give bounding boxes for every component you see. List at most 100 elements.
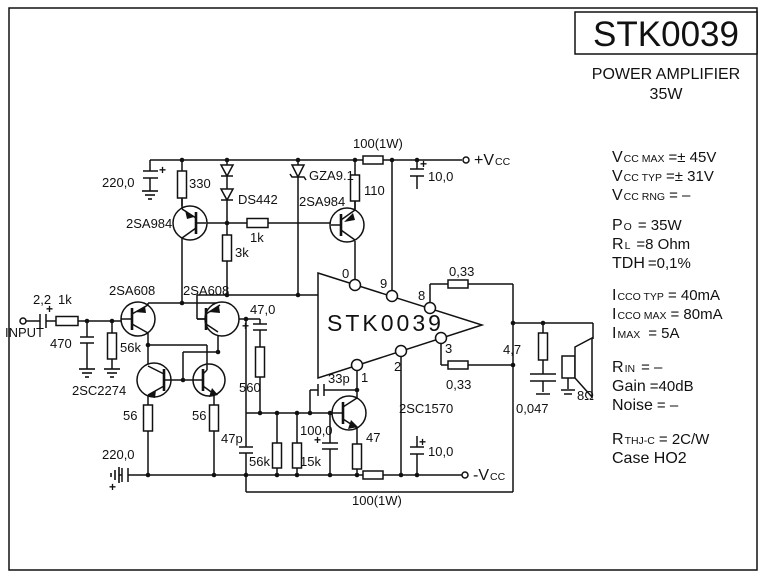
transistor-2sc2274-left [136, 362, 172, 398]
transistor-label: 2SA608 [109, 283, 155, 298]
ic-pin-0 [348, 278, 362, 292]
resistor-560 [254, 346, 266, 378]
spec-line: RL=8 Ohm [612, 236, 690, 253]
res-label: 56 [123, 408, 137, 423]
polarity-plus: + [314, 433, 321, 447]
diode-string-ds442 [219, 164, 235, 202]
pin-number: 3 [445, 341, 452, 356]
transistor-label: 2SA608 [183, 283, 229, 298]
resistor-033-top [447, 279, 469, 289]
spec-line: ICCO TYP= 40mA [612, 287, 720, 304]
spec-line: RTHJ-C= 2C/W [612, 431, 710, 448]
ic-pin-3 [434, 331, 448, 345]
cap-label: 47,0 [250, 302, 275, 317]
amplifier-category: POWER AMPLIFIER [592, 66, 740, 83]
vcc-positive-label: +VCC [474, 152, 511, 169]
res-label: 15k [300, 454, 321, 469]
ic-pin-8 [423, 301, 437, 315]
resistor-033-bottom [447, 360, 469, 370]
cap-label: 220,0 [102, 175, 135, 190]
page-title: STK0039 [593, 15, 739, 54]
polarity-plus: + [420, 157, 427, 171]
component-labels: 220,0 + 330 2SA984 DS442 1k 3k GZA9.1 2S… [5, 136, 594, 508]
cap-label: 47p [221, 431, 243, 446]
cap-label: 0,047 [516, 401, 549, 416]
resistor-1k-input [55, 315, 79, 327]
res-label: 4,7 [503, 342, 521, 357]
polarity-plus: + [109, 480, 116, 494]
res-label: 56k [249, 454, 270, 469]
transistor-label: 2SC2274 [72, 383, 126, 398]
pin-number: 9 [380, 276, 387, 291]
spec-line: TDH=0,1% [612, 255, 691, 272]
transistor-2sa984-right [329, 201, 365, 243]
spec-line: Gain=40dB [612, 378, 694, 395]
res-label: 100(1W) [352, 493, 402, 508]
pin-number: 8 [418, 288, 425, 303]
spec-line: VCC MAX=± 45V [612, 149, 716, 166]
vcc-negative-label: -VCC [473, 467, 506, 484]
cap-label: 10,0 [428, 444, 453, 459]
resistor-3k [221, 234, 233, 262]
spec-line: VCC RNG= – [612, 187, 691, 204]
res-label: 0,33 [449, 264, 474, 279]
resistor-330 [176, 170, 188, 199]
title-box [574, 11, 758, 55]
res-label: 47 [366, 430, 380, 445]
spec-line: PO= 35W [612, 217, 682, 234]
ic-pin-1 [350, 358, 364, 372]
power-rating: 35W [650, 86, 684, 103]
spec-list: VCC MAX=± 45V VCC TYP=± 31V VCC RNG= – P… [612, 149, 723, 467]
vcc-positive-terminal [462, 156, 470, 164]
spec-line: VCC TYP=± 31V [612, 168, 714, 185]
speaker [561, 336, 593, 399]
resistor-100-1w-top [362, 155, 384, 165]
speaker-impedance-label: 8Ω [577, 388, 594, 403]
zener-label: GZA9.1 [309, 168, 354, 183]
res-label: 56k [120, 340, 141, 355]
resistor-4-7 [537, 332, 549, 361]
res-label: 560 [239, 380, 261, 395]
input-label: INPUT [5, 325, 44, 340]
cap-label: 10,0 [428, 169, 453, 184]
polarity-plus: + [242, 319, 249, 333]
res-label: 110 [364, 183, 385, 198]
cap-label: 100,0 [300, 423, 333, 438]
res-label: 3k [235, 245, 249, 260]
ic-pin-2 [394, 344, 408, 358]
polarity-plus: + [419, 435, 426, 449]
pin-number: 1 [361, 370, 368, 385]
zener-gza91 [289, 164, 307, 181]
ic-stk0039: STK0039 0 9 8 1 2 3 [317, 266, 485, 385]
resistor-56k-input [106, 332, 118, 360]
wires [26, 159, 594, 493]
resistor-56-right [208, 404, 220, 432]
junction-dots [84, 157, 546, 478]
spec-line: RIN= – [612, 359, 663, 376]
spec-line: Noise= – [612, 397, 679, 414]
res-label: 1k [250, 230, 264, 245]
res-label: 0,33 [446, 377, 471, 392]
transistor-2sa984-left [172, 198, 208, 241]
transistor-2sc1570 [331, 395, 367, 431]
pin-number: 2 [394, 359, 401, 374]
transistor-label: 2SA984 [299, 194, 345, 209]
transistor-label: 2SC1570 [399, 401, 453, 416]
transistor-label: 2SA984 [126, 216, 172, 231]
input-terminal [19, 317, 27, 325]
resistor-100-1w-bottom [362, 470, 384, 480]
resistors [55, 155, 549, 480]
pin-number: 0 [342, 266, 349, 281]
transistor-2sa608-left [120, 301, 156, 337]
vcc-negative-terminal [461, 471, 469, 479]
resistor-56-left [142, 404, 154, 432]
resistor-1k-bias [246, 217, 269, 229]
polarity-plus: + [46, 302, 53, 316]
diode-label: DS442 [238, 192, 278, 207]
ic-label: STK0039 [327, 310, 444, 336]
cap-label: 470 [50, 336, 72, 351]
ic-pin-9 [385, 289, 399, 303]
resistor-15k [291, 442, 303, 469]
